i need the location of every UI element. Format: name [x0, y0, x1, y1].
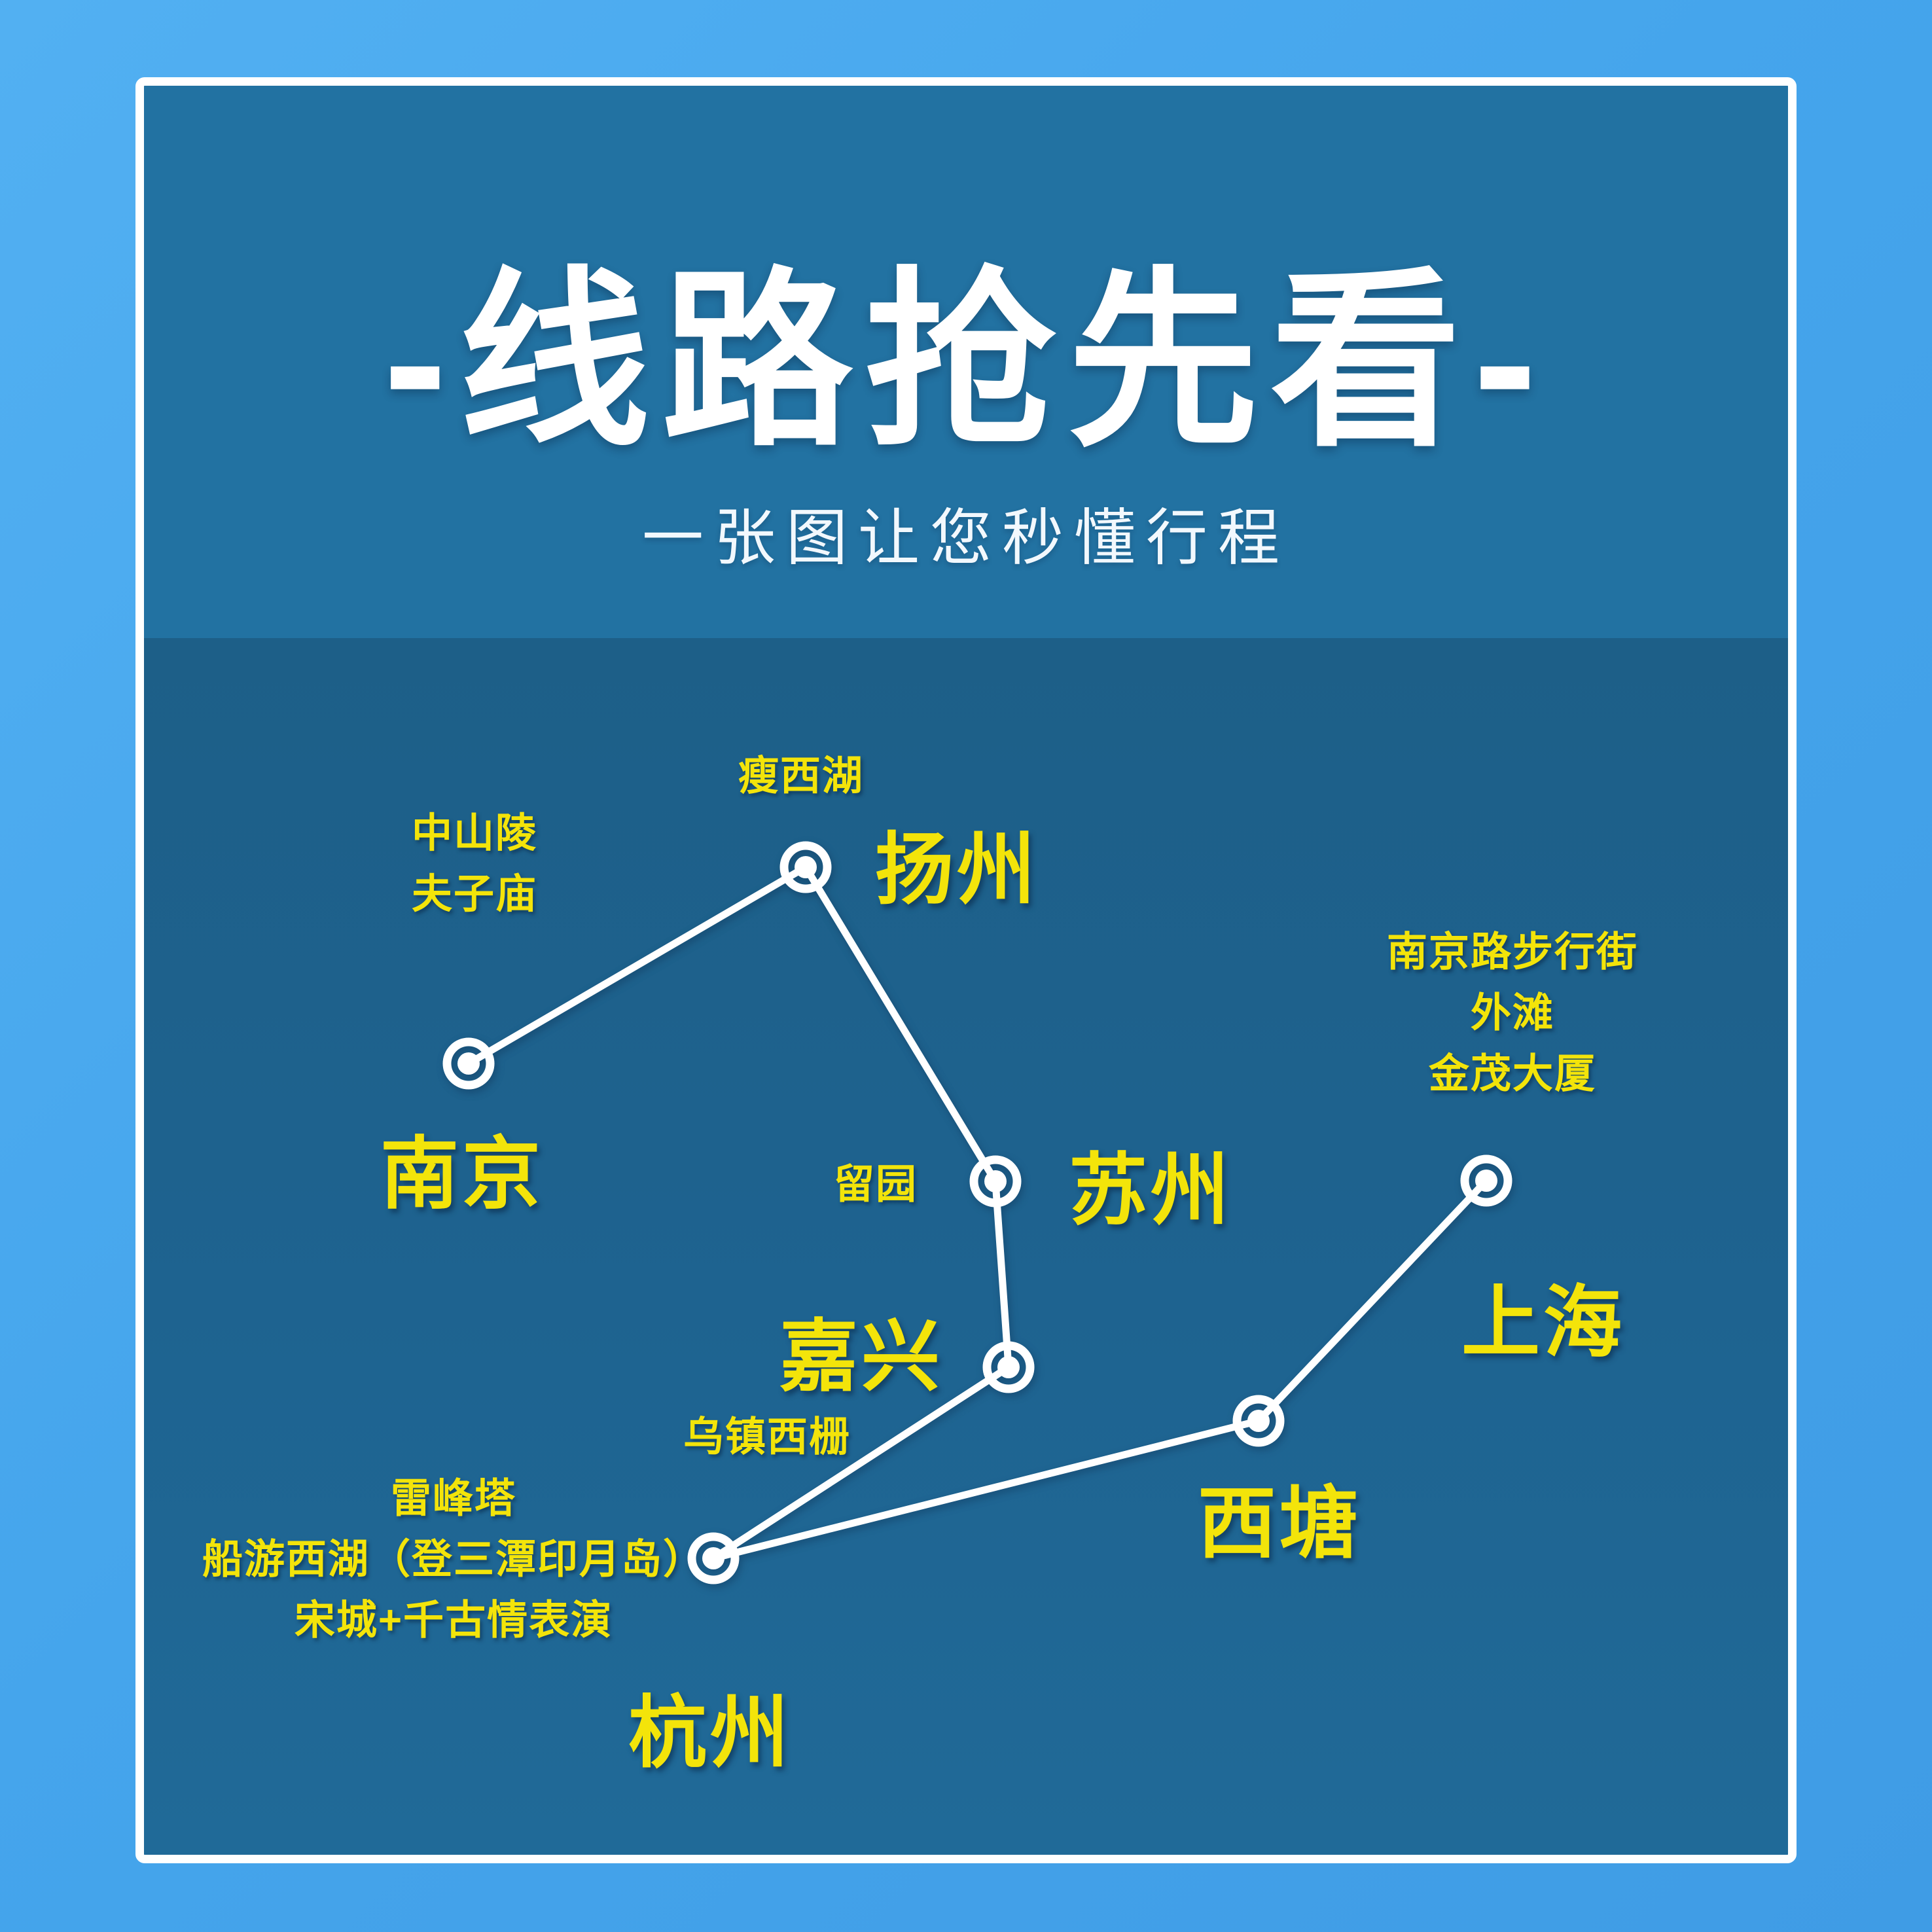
route-map-background: [144, 638, 1788, 1855]
poster-header: -线路抢先看- 一张图让您秒懂行程: [144, 86, 1788, 638]
poster-subtitle: 一张图让您秒懂行程: [641, 503, 1290, 572]
poster-title: -线路抢先看-: [383, 255, 1549, 468]
poster-panel: -线路抢先看- 一张图让您秒懂行程: [135, 77, 1797, 1863]
